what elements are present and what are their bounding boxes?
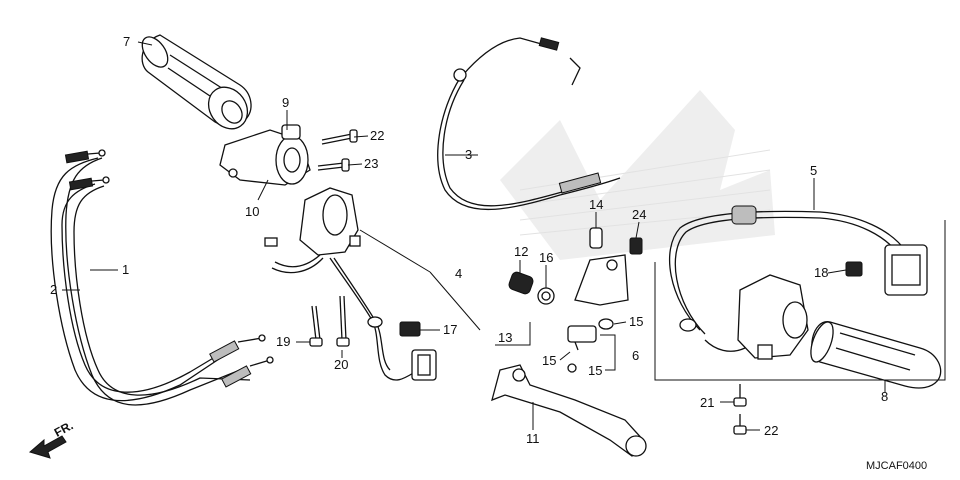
callout-23-upper: 22 (370, 128, 385, 143)
callout-18: 17 (443, 322, 458, 337)
screw-15 (567, 363, 577, 373)
callout-23-lower: 23 (364, 156, 379, 171)
callout-15-left: 15 (542, 353, 557, 368)
callout-10: 10 (245, 204, 260, 219)
assembly-frames (495, 220, 946, 381)
callout-1: 1 (122, 262, 130, 277)
clutch-lever (491, 364, 647, 457)
callout-12: 12 (514, 244, 529, 259)
front-direction-arrow (28, 435, 67, 459)
callout-16: 15 (629, 314, 644, 329)
clutch-lever-bracket (574, 254, 629, 306)
clutch-cable (437, 37, 621, 211)
callout-20: 19 (276, 334, 291, 349)
callout-9: 9 (282, 95, 290, 110)
callout-8: 8 (881, 389, 889, 404)
bolt-21 (336, 295, 350, 347)
nut-16 (598, 318, 614, 330)
callout-11: 11 (526, 431, 540, 446)
screw-22-lower (733, 414, 747, 435)
right-grip (810, 321, 942, 389)
left-grip (141, 34, 252, 130)
throttle-cable-pull (50, 149, 274, 406)
pivot-bolt-14 (589, 227, 603, 249)
callout-13: 13 (498, 330, 513, 345)
callout-6: 6 (632, 348, 640, 363)
callout-5: 5 (810, 163, 818, 178)
screw-23-lower (317, 158, 350, 172)
callout-2: 2 (50, 282, 58, 297)
adjuster-12 (508, 271, 534, 295)
callout-7: 7 (123, 34, 131, 49)
clip-19 (845, 261, 863, 277)
callout-24: 24 (632, 207, 647, 222)
callout-15-right: 15 (588, 363, 603, 378)
throttle-housing (219, 124, 311, 186)
screw-23-upper (321, 129, 358, 145)
left-handlebar-switch (264, 187, 437, 381)
diagram-reference-code: MJCAF0400 (866, 460, 928, 472)
right-harness (668, 205, 928, 335)
spring-17 (537, 287, 555, 305)
leader-lines (62, 41, 886, 431)
callout-19: 18 (814, 265, 829, 280)
callout-22-lower: 22 (764, 423, 779, 438)
watermark-logo (500, 90, 775, 260)
bolt-24 (629, 237, 643, 255)
callout-14: 14 (589, 197, 604, 212)
callout-3: 3 (465, 147, 473, 162)
callout-22-upper: 21 (700, 395, 715, 410)
screw-22-upper (733, 384, 747, 407)
callout-21: 20 (334, 357, 349, 372)
clutch-switch-6 (567, 325, 597, 351)
callout-4: 4 (455, 266, 463, 281)
clip-18 (399, 321, 421, 337)
bolt-20 (309, 305, 323, 347)
callout-17: 16 (539, 250, 554, 265)
right-handlebar-switch (704, 274, 809, 360)
